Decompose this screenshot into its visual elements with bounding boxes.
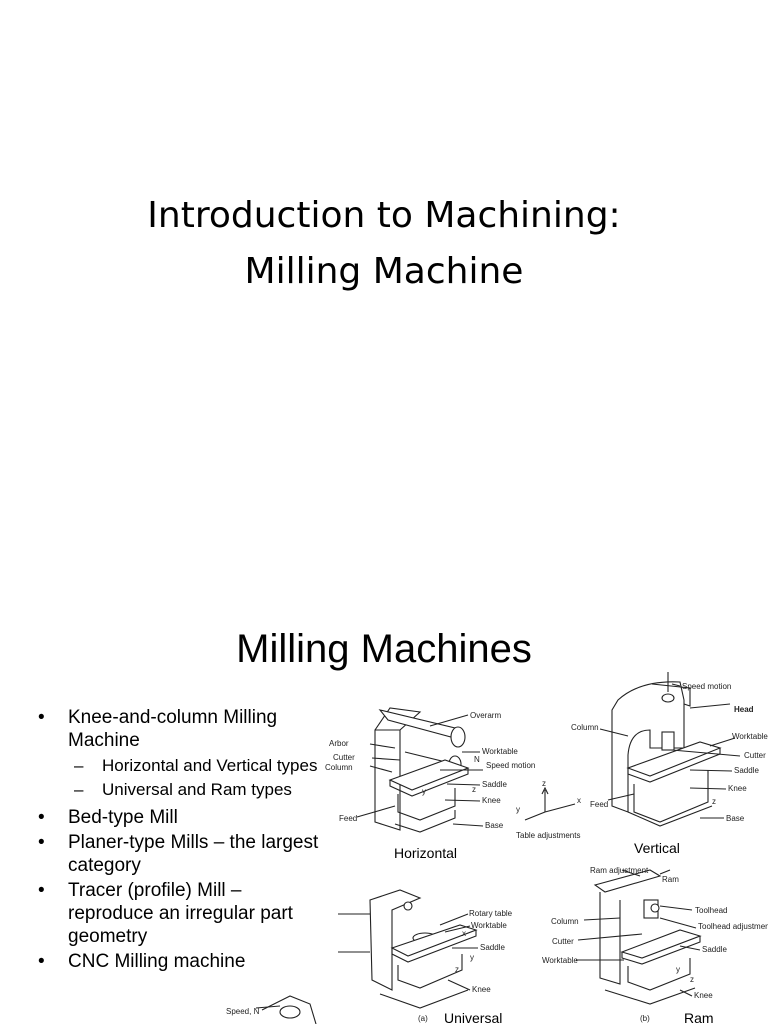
dash-icon: – (74, 780, 84, 799)
label-knee: Knee (482, 796, 501, 805)
label-axis-z: z (542, 779, 546, 788)
label-y: y (676, 965, 680, 974)
bullet-dot-icon: • (38, 951, 45, 972)
slide-title: Introduction to Machining: Milling Machi… (0, 188, 768, 300)
bullet-item: • Knee-and-column Milling Machine (36, 706, 356, 752)
sub-bullet-item: – Horizontal and Vertical types (36, 754, 356, 778)
label-n: N (474, 755, 480, 764)
label-ram: Ram (662, 875, 679, 884)
label-z: z (455, 965, 459, 974)
label-saddle: Saddle (482, 780, 507, 789)
label-speed-motion: Speed motion (682, 682, 731, 691)
label-knee: Knee (728, 784, 747, 793)
label-worktable: Worktable (482, 747, 518, 756)
bullet-text: Tracer (profile) Mill – (68, 880, 242, 901)
bullet-text: reproduce an irregular part (68, 903, 293, 924)
label-saddle: Saddle (480, 943, 505, 952)
label-saddle: Saddle (734, 766, 759, 775)
bullet-dot-icon: • (38, 807, 45, 828)
slide-title-heading: Introduction to Machining: Milling Machi… (0, 188, 768, 300)
ram-mill-figure (576, 869, 702, 1005)
label-feed: Feed (590, 800, 608, 809)
caption-vertical: Vertical (634, 840, 680, 856)
slide-milling-machines: Milling Machines • Knee-and-column Milli… (0, 580, 768, 1024)
label-overarm: Overarm (470, 711, 501, 720)
bullet-item: • CNC Milling machine (36, 950, 356, 973)
vertical-mill-figure (599, 672, 741, 827)
label-worktable: Worktable (471, 921, 507, 930)
horizontal-mill-figure (356, 707, 484, 833)
label-column: Column (551, 917, 579, 926)
label-cutter: Cutter (333, 753, 355, 762)
caption-horizontal: Horizontal (394, 845, 457, 861)
bullet-dot-icon: • (38, 880, 45, 901)
label-tag-b: (b) (640, 1014, 650, 1023)
bullet-text: CNC Milling machine (68, 951, 246, 972)
bullet-text: geometry (68, 926, 148, 947)
label-base: Base (726, 814, 745, 823)
label-axis-y: y (516, 805, 520, 814)
label-speed-n: Speed, N (226, 1007, 260, 1016)
bullet-text: Knee-and-column Milling (68, 707, 278, 728)
bullet-text: Bed-type Mill (68, 807, 178, 828)
bullet-dot-icon: • (38, 707, 45, 728)
title-line-1: Introduction to Machining: (147, 195, 621, 236)
label-cutter: Cutter (744, 751, 766, 760)
bullet-item: • Planer-type Mills – the largest catego… (36, 831, 356, 877)
label-ram-adjustment: Ram adjustment (590, 866, 649, 875)
bullet-item: • Bed-type Mill (36, 806, 356, 829)
label-head: Head (734, 705, 754, 714)
caption-universal: Universal (444, 1010, 502, 1024)
bullet-text: category (68, 855, 141, 876)
label-axis-x: x (577, 796, 581, 805)
caption-ram: Ram (684, 1010, 714, 1024)
universal-mill-figure (338, 889, 478, 1009)
milling-diagrams: Overarm Arbor Cutter Column Worktable Sp… (226, 672, 768, 1024)
sub-bullet-item: – Universal and Ram types (36, 778, 356, 802)
label-z: z (712, 797, 716, 806)
sub-bullet-text: Universal and Ram types (102, 780, 292, 799)
label-y: y (470, 953, 474, 962)
label-arbor: Arbor (329, 739, 349, 748)
bullet-item: • Tracer (profile) Mill – reproduce an i… (36, 879, 356, 948)
label-rotary-table: Rotary table (469, 909, 513, 918)
label-toolhead-adjustment: Toolhead adjustment (698, 922, 768, 931)
table-adjustments-figure (524, 786, 576, 821)
label-saddle: Saddle (702, 945, 727, 954)
label-z: z (472, 785, 476, 794)
label-speed-motion: Speed motion (486, 761, 535, 770)
bullet-text: Machine (68, 730, 140, 751)
label-knee: Knee (694, 991, 713, 1000)
bullet-list: • Knee-and-column Milling Machine – Hori… (36, 706, 356, 975)
label-cutter: Cutter (552, 937, 574, 946)
label-toolhead: Toolhead (695, 906, 727, 915)
bullet-text: Planer-type Mills – the largest (68, 832, 319, 853)
title-line-2: Milling Machine (244, 251, 524, 292)
caption-table-adjustments: Table adjustments (516, 831, 580, 840)
bullet-dot-icon: • (38, 832, 45, 853)
label-worktable: Worktable (542, 956, 578, 965)
label-column: Column (325, 763, 353, 772)
dash-icon: – (74, 756, 84, 775)
label-feed: Feed (339, 814, 357, 823)
label-knee: Knee (472, 985, 491, 994)
label-tag-a: (a) (418, 1014, 428, 1023)
label-z: z (690, 975, 694, 984)
bed-mill-partial-figure (255, 995, 317, 1024)
label-base: Base (485, 821, 504, 830)
label-x: x (462, 929, 466, 938)
label-worktable: Worktable (732, 732, 768, 741)
label-y: y (422, 787, 426, 796)
sub-bullet-text: Horizontal and Vertical types (102, 756, 318, 775)
slide-heading: Milling Machines (236, 627, 532, 671)
label-column: Column (571, 723, 599, 732)
